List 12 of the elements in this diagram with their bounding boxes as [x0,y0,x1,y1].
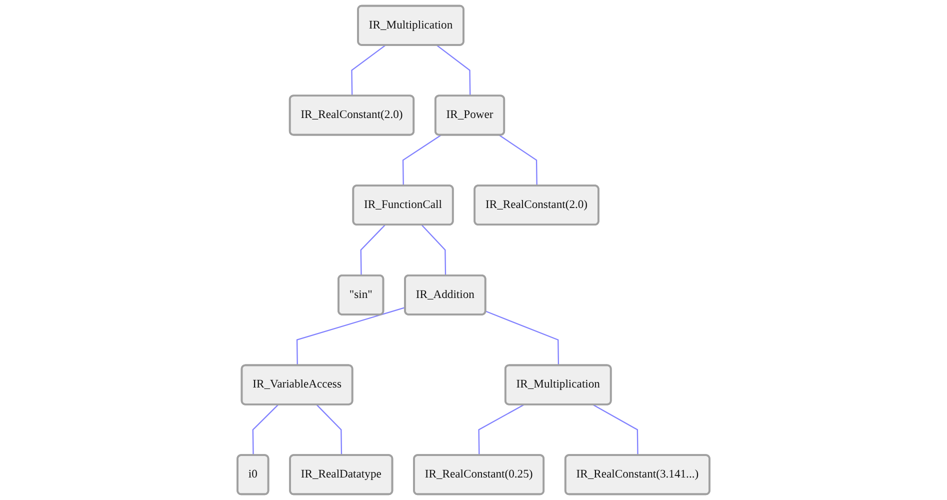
connector [316,404,342,456]
connector [296,306,406,366]
connector [421,224,446,276]
connector [252,404,279,456]
connector [402,134,442,186]
connector [478,404,524,456]
connector [436,44,471,96]
connector [592,404,638,456]
connector [360,224,386,276]
connector [485,310,560,366]
connector [498,134,538,186]
connector [351,44,386,96]
